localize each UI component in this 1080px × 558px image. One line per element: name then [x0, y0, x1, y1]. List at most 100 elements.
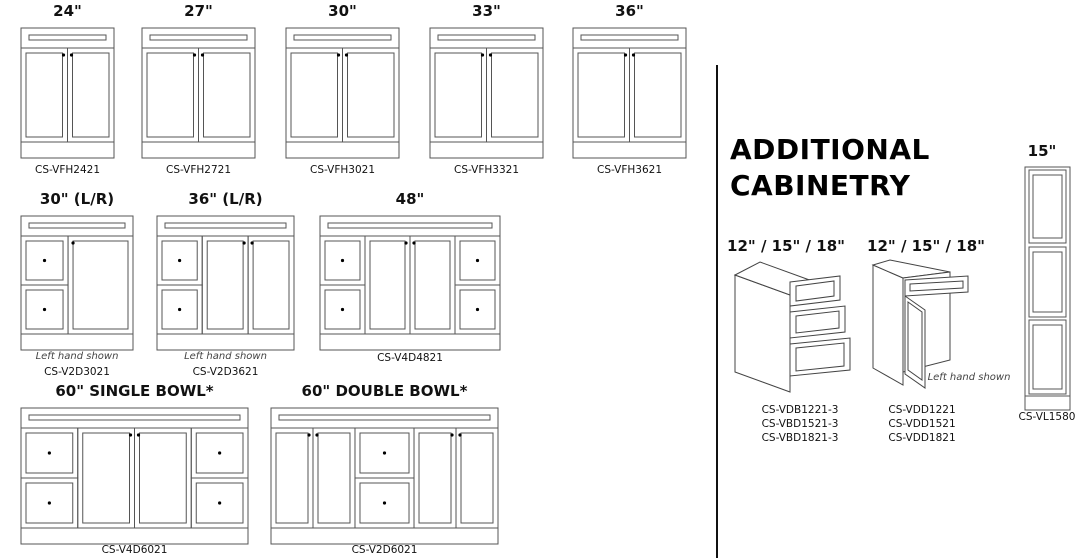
knob-icon: [47, 501, 51, 505]
door-drawer-base-code: CS-VDD1821: [888, 432, 956, 444]
vanity-code: CS-V2D3021: [44, 366, 110, 378]
vanity-code: CS-VFH3321: [453, 164, 520, 176]
knob-icon: [623, 53, 628, 57]
drawer-panel: [359, 482, 410, 524]
door-panel: [139, 432, 187, 524]
door: [409, 235, 456, 335]
false-drawer: [437, 34, 536, 41]
false-drawer: [327, 222, 493, 229]
drawer-base-size-title: 12" / 15" / 18": [727, 237, 845, 255]
door: [429, 47, 487, 143]
door: [134, 427, 192, 529]
door: [629, 47, 687, 143]
knob-icon: [404, 241, 408, 245]
drawer: [190, 477, 249, 529]
knob-icon: [382, 451, 387, 455]
drawer-panel: [195, 432, 244, 474]
door: [455, 427, 499, 529]
door-panel: [491, 52, 539, 138]
vanity-code: CS-VFH3621: [596, 164, 663, 176]
knob-icon: [178, 258, 182, 263]
drawer-panel: [25, 432, 74, 474]
door-panel: [290, 52, 338, 138]
door-panel: [203, 52, 251, 138]
linen-door-panel: [1032, 324, 1063, 390]
door-panel: [460, 432, 494, 524]
door: [413, 427, 457, 529]
false-drawer: [28, 222, 126, 229]
false-drawer: [293, 34, 392, 41]
knob-icon: [250, 241, 254, 245]
vanity-size-title: 27": [184, 2, 213, 20]
linen-door: [1028, 319, 1067, 395]
knob-icon: [47, 451, 51, 455]
vanity-size-title: 36": [615, 2, 644, 20]
door-panel: [206, 240, 244, 330]
vanity-size-title: 30": [328, 2, 357, 20]
door: [201, 235, 249, 335]
door-panel: [72, 240, 129, 330]
door-panel: [369, 240, 406, 330]
knob-icon: [71, 241, 75, 245]
door-base-side: [872, 264, 904, 386]
door-drawer-base-code: CS-VDD1521: [888, 418, 956, 430]
left-hand-note: Left hand shown: [927, 372, 1011, 383]
linen-door: [1028, 169, 1067, 244]
drawer-panel: [459, 289, 496, 330]
knob-icon: [475, 307, 480, 312]
knob-icon: [412, 241, 416, 245]
knob-icon: [178, 307, 182, 312]
door: [270, 427, 314, 529]
door-panel: [25, 52, 63, 138]
linen-door-panel: [1032, 251, 1063, 313]
vanity-size-title: 36" (L/R): [188, 190, 263, 208]
door: [247, 235, 295, 335]
door-panel: [317, 432, 351, 524]
knob-icon: [340, 258, 345, 263]
door: [486, 47, 544, 143]
door: [285, 47, 343, 143]
knob-icon: [128, 433, 133, 437]
door-panel: [414, 240, 451, 330]
door: [312, 427, 356, 529]
door-panel: [434, 52, 482, 138]
knob-icon: [344, 53, 349, 57]
knob-icon: [475, 258, 480, 263]
vanity-code: CS-V4D4821: [377, 352, 443, 364]
drawer-panel: [459, 240, 496, 281]
drawer-panel: [161, 289, 198, 330]
knob-icon: [336, 53, 341, 57]
linen-code: CS-VL1580: [1018, 411, 1076, 423]
linen-door-panel: [1032, 174, 1063, 239]
knob-icon: [631, 53, 636, 57]
door: [77, 427, 135, 529]
knob-icon: [340, 307, 345, 312]
vanity-size-title: 60" DOUBLE BOWL*: [301, 382, 468, 400]
knob-icon: [450, 433, 454, 437]
drawer-panel: [25, 289, 64, 330]
knob-icon: [480, 53, 485, 57]
drawer-panel: [324, 240, 361, 281]
door-panel: [577, 52, 625, 138]
door-panel: [82, 432, 130, 524]
vanity-size-title: 33": [472, 2, 501, 20]
door: [364, 235, 411, 335]
drawer-panel: [324, 289, 361, 330]
vanity-size-title: 30" (L/R): [39, 190, 115, 208]
drawer-front-panel: [795, 310, 840, 334]
knob-icon: [200, 53, 205, 57]
knob-icon: [315, 433, 319, 437]
door-panel: [418, 432, 452, 524]
door-panel: [634, 52, 682, 138]
vanity-code: CS-V2D6021: [351, 544, 418, 556]
open-door-panel: [907, 301, 923, 381]
drawer-base-code: CS-VBD1821-3: [761, 432, 839, 444]
vanity-code: CS-VFH3021: [309, 164, 376, 176]
door-panel: [252, 240, 290, 330]
drawer-panel: [161, 240, 198, 281]
false-drawer: [164, 222, 287, 229]
drawer-base-code: CS-VBD1521-3: [761, 418, 839, 430]
door: [141, 47, 199, 143]
